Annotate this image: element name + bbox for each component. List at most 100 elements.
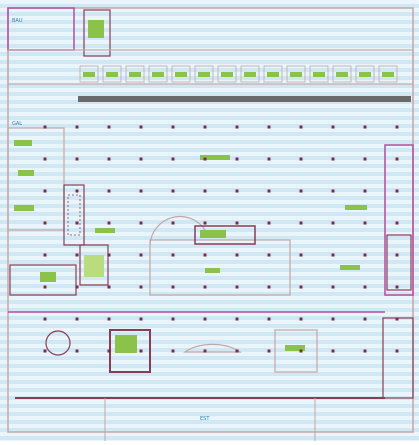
top-room — [194, 65, 214, 83]
structural-column — [203, 157, 207, 161]
structural-column — [267, 125, 271, 129]
structural-column — [267, 285, 271, 289]
top-room — [125, 65, 145, 83]
structural-column — [235, 317, 239, 321]
structural-column — [363, 157, 367, 161]
top-room-row — [79, 65, 398, 83]
structural-column — [267, 221, 271, 225]
structural-column — [107, 349, 111, 353]
lower-room-right-fill — [285, 345, 305, 351]
top-room-fill — [152, 72, 164, 77]
structural-column — [43, 157, 47, 161]
left-room-fill-3 — [14, 205, 34, 211]
structural-column — [171, 221, 175, 225]
top-room — [148, 65, 168, 83]
structural-column — [267, 189, 271, 193]
structural-column — [331, 157, 335, 161]
label-top-left: BAU — [12, 18, 23, 24]
open-space-fill-3 — [95, 228, 115, 233]
top-room — [79, 65, 99, 83]
structural-column — [395, 189, 399, 193]
structural-column — [267, 157, 271, 161]
structural-column — [203, 349, 207, 353]
left-core — [63, 184, 85, 246]
structural-column — [203, 125, 207, 129]
structural-column — [299, 285, 303, 289]
structural-column — [235, 253, 239, 257]
structural-column — [395, 157, 399, 161]
structural-column — [171, 253, 175, 257]
top-room — [378, 65, 398, 83]
structural-column — [107, 157, 111, 161]
structural-column — [395, 221, 399, 225]
central-hall-arch — [149, 215, 206, 246]
structural-column — [331, 125, 335, 129]
structural-column — [75, 125, 79, 129]
structural-column — [75, 349, 79, 353]
top-room-fill — [313, 72, 325, 77]
square-kiosk-fill — [115, 335, 137, 353]
open-space-fill-1 — [200, 155, 230, 160]
structural-column — [43, 189, 47, 193]
structural-column — [331, 189, 335, 193]
structural-column — [395, 253, 399, 257]
structural-column — [363, 221, 367, 225]
structural-column — [331, 285, 335, 289]
structural-column — [139, 317, 143, 321]
bottom-left-fill — [40, 272, 56, 282]
top-room — [309, 65, 329, 83]
label-mid-left: GAL — [12, 121, 22, 127]
structural-column — [363, 189, 367, 193]
top-room — [263, 65, 283, 83]
structural-column — [75, 253, 79, 257]
left-core-stairs — [67, 194, 81, 236]
structural-column — [395, 125, 399, 129]
structural-column — [203, 285, 207, 289]
elevator-fill — [84, 255, 104, 277]
structural-column — [107, 189, 111, 193]
structural-column — [299, 253, 303, 257]
structural-column — [139, 157, 143, 161]
structural-column — [203, 189, 207, 193]
structural-column — [75, 221, 79, 225]
structural-column — [43, 253, 47, 257]
structural-column — [395, 349, 399, 353]
top-room-fill — [106, 72, 118, 77]
structural-column — [43, 349, 47, 353]
left-room-fill-2 — [18, 170, 34, 176]
top-room-fill — [198, 72, 210, 77]
stair-core-top — [83, 9, 111, 57]
structural-column — [75, 317, 79, 321]
structural-column — [107, 221, 111, 225]
top-room — [332, 65, 352, 83]
structural-column — [203, 317, 207, 321]
top-room — [171, 65, 191, 83]
structural-column — [331, 221, 335, 225]
structural-column — [267, 317, 271, 321]
central-hall — [149, 239, 291, 296]
structural-column — [43, 221, 47, 225]
round-table — [45, 330, 71, 356]
structural-column — [139, 125, 143, 129]
structural-column — [171, 285, 175, 289]
central-core-fill — [200, 230, 226, 238]
structural-column — [43, 125, 47, 129]
structural-column — [107, 125, 111, 129]
structural-column — [139, 189, 143, 193]
structural-column — [75, 285, 79, 289]
structural-column — [139, 253, 143, 257]
label-bottom-center: EST — [200, 416, 210, 422]
lower-room-right — [274, 329, 318, 373]
structural-column — [171, 125, 175, 129]
top-room-fill — [175, 72, 187, 77]
structural-column — [363, 125, 367, 129]
structural-column — [235, 221, 239, 225]
structural-column — [395, 285, 399, 289]
top-room-fill — [267, 72, 279, 77]
structural-column — [299, 157, 303, 161]
structural-column — [171, 189, 175, 193]
structural-column — [363, 349, 367, 353]
elevator-block — [79, 244, 109, 286]
central-core — [194, 225, 256, 245]
